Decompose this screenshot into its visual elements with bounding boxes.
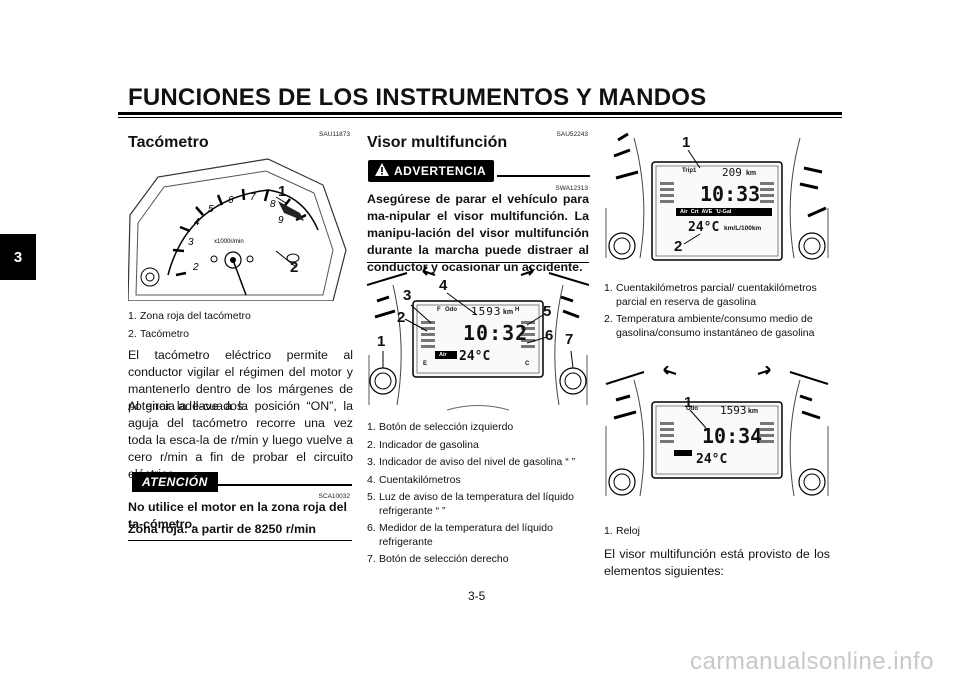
svg-text:5: 5: [208, 204, 214, 215]
svg-text:3: 3: [188, 237, 194, 248]
figure-callout-1: 1: [278, 183, 287, 200]
caption-item: 4.Cuentakilómetros: [367, 473, 461, 486]
clock-display: 10:34: [702, 424, 763, 448]
figure-callout-2: 2: [397, 309, 406, 326]
tachometer-figure: 2 3 4 5 6 7 8 9 x1000r/min 1 2: [127, 155, 353, 302]
svg-text:6: 6: [228, 195, 234, 206]
tachometer-paragraph-2: Al girar la llave a la posición “ON”, la…: [128, 399, 353, 481]
svg-text:x1000r/min: x1000r/min: [214, 239, 244, 245]
caption-item: 2.Tacómetro: [128, 327, 190, 340]
consumption-unit: km/L/100km: [724, 225, 762, 232]
atencion-badge: ATENCIÓN: [132, 472, 218, 492]
warning-triangle-icon: [374, 162, 390, 180]
svg-text:9: 9: [278, 215, 284, 226]
atencion-text-1: No utilice el motor en la zona roja del …: [128, 500, 347, 531]
caption-item: 3.Indicador de aviso del nivel de gasoli…: [367, 456, 576, 468]
odo-unit: km: [503, 309, 514, 316]
watermark: carmanualsonline.info: [690, 648, 934, 675]
temp-display: 24°C: [459, 349, 491, 364]
caption-item: 1.Zona roja del tacómetro: [128, 310, 251, 322]
header-rule-thin: [118, 117, 842, 118]
svg-text:2: 2: [192, 262, 199, 273]
section-title: Visor multifunción: [367, 134, 508, 151]
figure-callout-7: 7: [565, 331, 574, 348]
section-code: SAU52243: [556, 131, 588, 138]
trip-unit: km: [746, 170, 757, 177]
advertencia-rule: [497, 175, 590, 177]
atencion-bottom-rule: [128, 540, 352, 541]
figure-callout-1: 1: [682, 134, 691, 151]
caption-item: 1.Botón de selección izquierdo: [367, 421, 514, 433]
tachometer-paragraph-1: El tacómetro eléctrico permite al conduc…: [128, 348, 353, 413]
figure-callout-1: 1: [684, 394, 693, 411]
odo-value: 1593: [471, 305, 502, 318]
caption-item: 6.Medidor de la temperatura del líquido …: [367, 522, 553, 548]
display-captions: 1.Botón de selección izquierdo 2.Indicad…: [367, 421, 589, 567]
figure-callout-1: 1: [377, 333, 386, 350]
page-header-title: FUNCIONES DE LOS INSTRUMENTOS Y MANDOS: [128, 84, 707, 111]
temp-display: 24°C: [696, 452, 728, 467]
fuel-full-label: F: [437, 307, 441, 313]
trip-label: Trip1: [682, 168, 697, 174]
advertencia-text: Asegúrese de parar el vehículo para ma-n…: [367, 192, 589, 274]
clock-display: 10:33: [700, 182, 761, 206]
trip-value: 209: [722, 166, 742, 179]
atencion-text-2: Zona roja: a partir de 8250 r/min: [128, 522, 316, 536]
odo-unit: km: [748, 408, 759, 415]
odo-label: Odo: [686, 406, 698, 412]
caption-item: 7.Botón de selección derecho: [367, 553, 509, 565]
advertencia-badge: ADVERTENCIA: [368, 160, 495, 182]
caption-item: 1.Reloj: [604, 525, 640, 537]
tachometer-captions: 1.Zona roja del tacómetro 2.Tacómetro: [128, 310, 353, 341]
svg-text:7: 7: [250, 192, 256, 203]
temp-cold-label: C: [525, 361, 530, 367]
display-paragraph: El visor multifunción está provisto de l…: [604, 547, 830, 578]
air-label: Air: [439, 352, 447, 358]
odo-value: 1593: [720, 404, 747, 417]
caption-item: 5.Luz de aviso de la temperatura del líq…: [367, 491, 574, 517]
svg-text:4: 4: [194, 217, 200, 228]
figure-callout-2: 2: [290, 259, 299, 276]
clock-display: 10:32: [463, 321, 529, 345]
clock-display-figure: Odo 1593 km 10:34 24°C 1: [604, 365, 830, 506]
figure-callout-5: 5: [543, 303, 552, 320]
odo-label: Odo: [445, 307, 457, 313]
fuel-empty-label: E: [423, 361, 428, 367]
advertencia-bottom-rule: [367, 262, 589, 263]
atencion-code: SCA10032: [318, 493, 350, 500]
caption-item: 2.Temperatura ambiente/consumo medio de …: [604, 313, 815, 339]
multifunction-display-figure: Odo 1593 km 10:32 24°C Air E F H C 1 2 3…: [366, 265, 590, 417]
atencion-rule: [216, 484, 352, 486]
figure-callout-3: 3: [403, 287, 412, 304]
caption-item: 1.Cuentakilómetros parcial/ cuentakilóme…: [604, 282, 817, 308]
figure-callout-4: 4: [439, 277, 448, 294]
caption-item: 2.Indicador de gasolina: [367, 438, 479, 451]
svg-text:8: 8: [270, 199, 276, 210]
tripmeter-display-figure: Trip1 209 km 10:33 Air Crt AVE 'U-Gal 24…: [604, 128, 830, 272]
temp-display: 24°C: [688, 220, 720, 235]
figure-callout-6: 6: [545, 327, 554, 344]
tripmeter-captions: 1.Cuentakilómetros parcial/ cuentakilóme…: [604, 282, 829, 340]
section-title: Tacómetro: [128, 134, 209, 151]
figure-callout-2: 2: [674, 238, 683, 255]
header-rule: [118, 112, 842, 115]
temp-hot-label: H: [515, 307, 520, 313]
page-number: 3-5: [468, 589, 486, 603]
section-code: SAU11873: [319, 131, 350, 138]
clock-captions: 1.Reloj: [604, 525, 829, 539]
advertencia-code: SWA12313: [555, 185, 588, 192]
mode-tabs: Air Crt AVE 'U-Gal: [680, 209, 732, 215]
advertencia-header: ADVERTENCIA: [368, 160, 495, 182]
chapter-tab: 3: [0, 234, 36, 280]
